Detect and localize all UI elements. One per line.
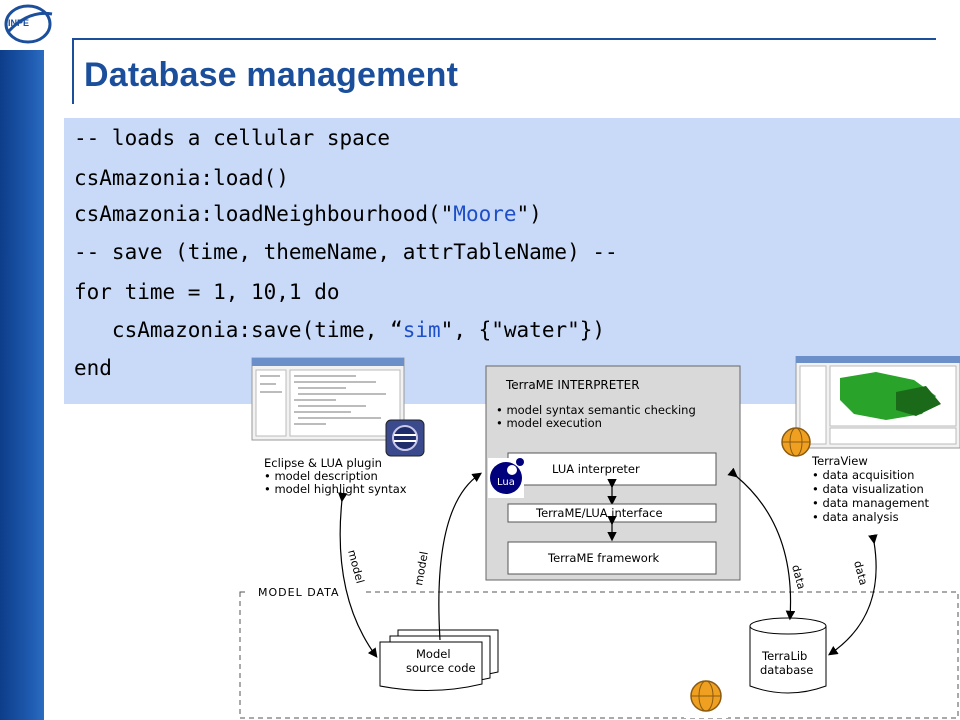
arrow-label-data: data: [851, 559, 870, 586]
terraview-title: TerraView: [811, 454, 868, 468]
code-line: csAmazonia:save(time, “sim", {"water"}): [74, 318, 605, 342]
terraview-database-arrow: [828, 534, 878, 656]
source-code-label: source code: [406, 661, 476, 675]
source-code-label: Model: [416, 647, 451, 661]
terraview-globe-icon: [781, 427, 811, 457]
code-text: ", {"water"}): [440, 318, 606, 342]
interpreter-item: • model syntax semantic checking: [496, 403, 696, 417]
code-text: for time = 1, 10,1 do: [74, 280, 340, 304]
arrow-label-model: model: [345, 548, 366, 584]
title-rule: [74, 38, 936, 40]
code-text: csAmazonia:load(): [74, 166, 289, 190]
logo-text: INPE: [8, 18, 30, 28]
code-text: csAmazonia:loadNeighbourhood(": [74, 202, 454, 226]
title-accent-line: [72, 38, 74, 104]
code-text: -- loads a cellular space: [74, 126, 391, 150]
terralib-globe-icon: [684, 676, 728, 718]
code-line: csAmazonia:load(): [74, 166, 289, 190]
terralib-database-icon: [749, 617, 827, 694]
source-interpreter-arrow: [438, 472, 482, 641]
model-data-label-bg: [248, 584, 366, 602]
lua-logo-text: Lua: [497, 477, 515, 488]
code-line: end: [74, 356, 112, 380]
code-text: end: [74, 356, 112, 380]
interpreter-database-arrow: [727, 467, 796, 621]
terraview-item: • data management: [812, 496, 930, 510]
left-sidebar-band: [0, 0, 44, 720]
eclipse-screenshot: [251, 357, 425, 457]
framework-label: TerraME framework: [547, 551, 660, 565]
code-text: csAmazonia:save(time, “: [74, 318, 403, 342]
code-string-literal: Moore: [453, 202, 517, 226]
inpe-logo: INPE: [0, 0, 60, 50]
code-text: -- save (time, themeName, attrTableName)…: [74, 240, 618, 264]
code-line: -- loads a cellular space: [74, 126, 390, 150]
terraview-item: • data acquisition: [812, 468, 914, 482]
architecture-diagram: Eclipse & LUA plugin • model description…: [239, 356, 960, 719]
database-label: TerraLib: [761, 649, 807, 663]
arrow-label-data: data: [789, 563, 808, 590]
source-code-documents: [379, 629, 499, 692]
code-line: -- save (time, themeName, attrTableName)…: [74, 240, 618, 264]
slide-title: Database management: [84, 56, 459, 94]
code-line: csAmazonia:loadNeighbourhood("Moore"): [74, 202, 542, 226]
interface-label: TerraME/LUA interface: [535, 506, 663, 520]
code-text: "): [516, 202, 542, 226]
terraview-item: • data visualization: [812, 482, 924, 496]
eclipse-title: Eclipse & LUA plugin: [264, 456, 382, 470]
interpreter-item: • model execution: [496, 416, 602, 430]
lua-logo-icon: [488, 458, 524, 498]
database-label: database: [760, 663, 813, 677]
code-string-literal: sim: [402, 318, 441, 342]
eclipse-item: • model highlight syntax: [264, 482, 407, 496]
model-data-region: [239, 591, 959, 719]
eclipse-source-arrow: [337, 492, 378, 658]
interpreter-title: TerraME INTERPRETER: [505, 378, 640, 392]
lua-interpreter-label: LUA interpreter: [552, 462, 640, 476]
model-data-label: MODEL DATA: [258, 586, 340, 599]
globe-icon: [4, 4, 53, 44]
terraview-item: • data analysis: [812, 510, 899, 524]
framework-box: [507, 541, 717, 575]
code-line: for time = 1, 10,1 do: [74, 280, 340, 304]
terraview-screenshot: [795, 356, 960, 449]
arrow-label-model: model: [412, 551, 431, 587]
eclipse-item: • model description: [264, 469, 378, 483]
